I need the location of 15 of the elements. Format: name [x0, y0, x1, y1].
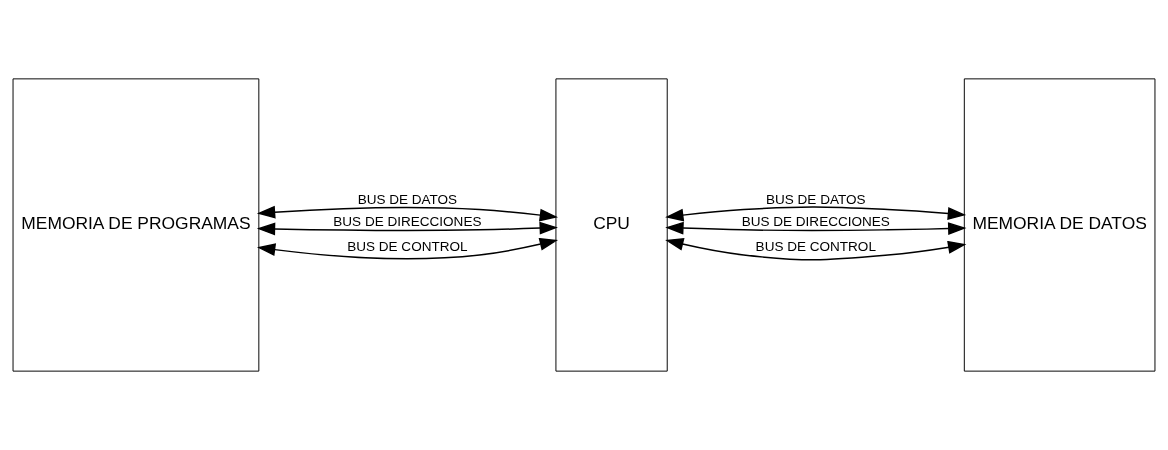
- arrow: [665, 237, 967, 261]
- edge-label: BUS DE CONTROL: [347, 239, 468, 255]
- arrow: [665, 221, 967, 236]
- arrow: [256, 237, 559, 260]
- edge-label: BUS DE DIRECCIONES: [333, 214, 482, 230]
- edge-label: BUS DE DATOS: [357, 191, 458, 207]
- arrow: [256, 221, 558, 236]
- edge-label: BUS DE DIRECCIONES: [741, 214, 890, 230]
- arrow: [665, 206, 967, 222]
- arrow: [256, 205, 559, 222]
- node-box: MEMORIA DE PROGRAMAS: [12, 78, 260, 372]
- node-box: MEMORIA DE DATOS: [963, 78, 1156, 372]
- edge-label: BUS DE CONTROL: [755, 239, 876, 255]
- edge-label: BUS DE DATOS: [766, 191, 866, 207]
- node-box: CPU: [555, 78, 668, 372]
